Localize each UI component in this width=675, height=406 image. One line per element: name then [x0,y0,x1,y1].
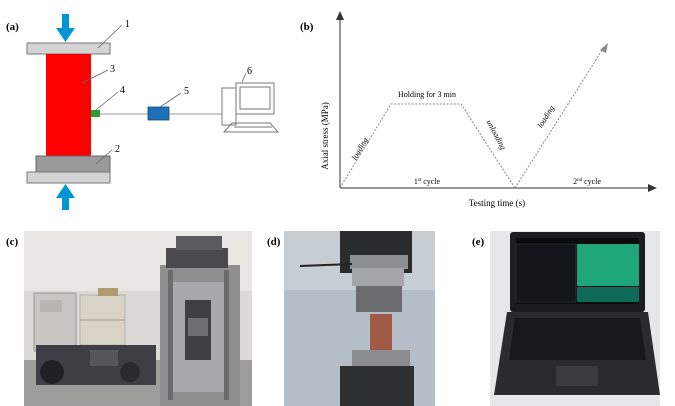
testing-machine-photo [24,231,252,406]
loading-path [339,103,516,189]
callout-5: 5 [184,86,189,97]
strain-sensor [91,110,100,117]
bottom-platen [26,171,111,184]
cycle-2-label: 2nd cycle [573,177,601,186]
load-arrow-bottom-icon [56,184,75,210]
panel-b-label: (b) [300,21,314,33]
computer-icon [221,82,280,133]
load-arrow-top-icon [56,14,75,42]
loading-label-2: loading [536,104,557,130]
reloading-arrow-icon [600,43,608,53]
panel-b: (b) Axial stress (MPa) Testing time (s) … [300,11,657,208]
panel-a: (a) [6,14,280,210]
y-axis-label: Axial stress (MPa) [320,102,330,170]
callout-3: 3 [110,64,115,75]
specimen [46,54,91,156]
callout-6: 6 [247,66,252,77]
panel-e-label: (e) [472,236,485,248]
x-axis-arrow-icon [648,184,657,192]
laptop-photo [490,231,660,406]
reloading-path [514,46,605,189]
y-axis-arrow-icon [336,11,344,20]
panel-d-label: (d) [267,236,281,248]
panel-e: (e) [472,231,660,406]
specimen-closeup-photo [284,231,435,406]
amplifier [147,106,170,121]
bottom-platen-block [35,155,111,173]
top-platen [26,42,111,55]
callout-lines [81,24,247,165]
callout-2: 2 [115,144,120,155]
callout-4: 4 [120,85,125,96]
callout-1: 1 [125,19,130,30]
holding-label: Holding for 3 min [398,90,456,99]
x-axis-label: Testing time (s) [469,198,525,208]
panel-c-label: (c) [6,236,19,248]
panel-a-label: (a) [6,21,19,33]
panel-c: (c) [6,231,252,406]
panel-d: (d) [267,231,435,406]
cycle-1-label: 1st cycle [414,177,441,186]
loading-label-1: loading [350,136,370,162]
